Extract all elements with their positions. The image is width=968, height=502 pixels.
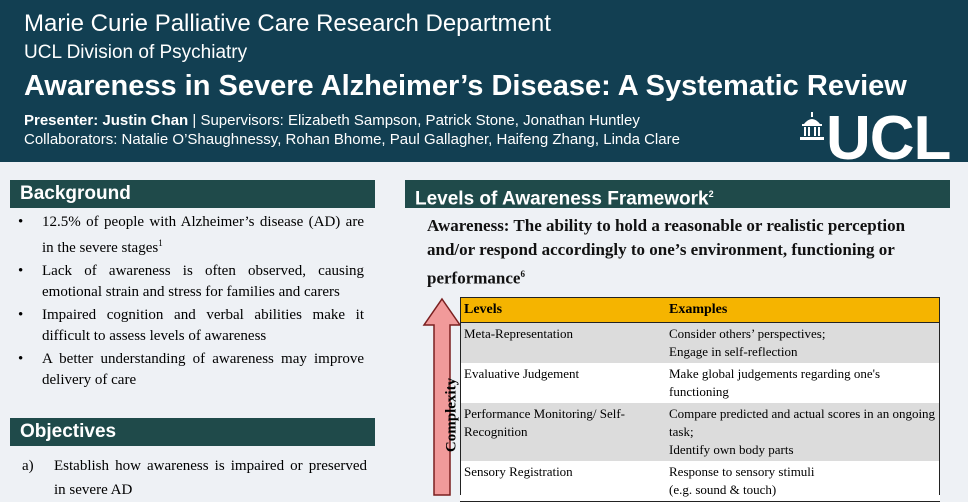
examples-cell: Compare predicted and actual scores in a… bbox=[665, 403, 940, 461]
objective-text: Establish how awareness is impaired or p… bbox=[54, 458, 367, 498]
level-cell: Sensory Registration bbox=[460, 461, 665, 502]
objectives-heading: Objectives bbox=[10, 418, 375, 446]
framework-heading: Levels of Awareness Framework2 bbox=[405, 180, 950, 210]
bullet-text: 12.5% of people with Alzheimer’s disease… bbox=[42, 214, 364, 256]
objective-marker: a) bbox=[22, 458, 34, 474]
example-line: Engage in self-reflection bbox=[669, 344, 798, 359]
list-item: 12.5% of people with Alzheimer’s disease… bbox=[12, 212, 364, 259]
supervisors: | Supervisors: Elizabeth Sampson, Patric… bbox=[188, 112, 640, 129]
column-header-examples: Examples bbox=[665, 297, 940, 323]
level-cell: Performance Monitoring/ Self-Recognition bbox=[460, 403, 665, 461]
level-cell: Meta-Representation bbox=[460, 322, 665, 363]
examples-cell: Response to sensory stimuli (e.g. sound &… bbox=[665, 461, 940, 502]
collaborators: Collaborators: Natalie O’Shaughnessy, Ro… bbox=[24, 131, 680, 148]
poster-header: Marie Curie Palliative Care Research Dep… bbox=[0, 0, 968, 170]
department-name: Marie Curie Palliative Care Research Dep… bbox=[24, 10, 551, 37]
table-row: Meta-Representation Consider others’ per… bbox=[460, 322, 940, 363]
background-list: 12.5% of people with Alzheimer’s disease… bbox=[12, 212, 364, 393]
objective-item: a) Establish how awareness is impaired o… bbox=[22, 454, 367, 502]
table-row: Performance Monitoring/ Self-Recognition… bbox=[460, 403, 940, 461]
framework-heading-text: Levels of Awareness Framework bbox=[415, 188, 709, 210]
level-cell: Evaluative Judgement bbox=[460, 363, 665, 403]
complexity-arrow-icon bbox=[422, 297, 462, 496]
list-item: Lack of awareness is often observed, cau… bbox=[12, 261, 364, 303]
example-line: Response to sensory stimuli bbox=[669, 464, 815, 479]
awareness-definition: Awareness: The ability to hold a reasona… bbox=[427, 214, 947, 291]
bullet-ref: 1 bbox=[158, 238, 163, 248]
table-row: Sensory Registration Response to sensory… bbox=[460, 461, 940, 502]
division-name: UCL Division of Psychiatry bbox=[24, 42, 248, 63]
list-item: A better understanding of awareness may … bbox=[12, 349, 364, 391]
example-line: Consider others’ perspectives; bbox=[669, 326, 826, 341]
ucl-logo: UCL bbox=[826, 104, 951, 173]
example-line: Identify own body parts bbox=[669, 442, 794, 457]
awareness-levels-table: Levels Examples Meta-Representation Cons… bbox=[460, 297, 940, 502]
list-item: Impaired cognition and verbal abilities … bbox=[12, 305, 364, 347]
example-line: (e.g. sound & touch) bbox=[669, 482, 777, 497]
definition-ref: 6 bbox=[520, 269, 525, 279]
bullet-text: Lack of awareness is often observed, cau… bbox=[42, 263, 364, 300]
examples-cell: Make global judgements regarding one's f… bbox=[665, 363, 940, 403]
complexity-label: Complexity bbox=[442, 350, 462, 480]
ucl-portico-icon bbox=[800, 112, 824, 140]
example-line: Compare predicted and actual scores in a… bbox=[669, 406, 936, 439]
framework-heading-ref: 2 bbox=[708, 189, 714, 199]
table-header-row: Levels Examples bbox=[460, 297, 940, 323]
poster-title: Awareness in Severe Alzheimer’s Disease:… bbox=[24, 70, 907, 102]
bullet-text: A better understanding of awareness may … bbox=[42, 351, 364, 388]
complexity-label-text: Complexity bbox=[443, 377, 460, 453]
presenter-name: Presenter: Justin Chan bbox=[24, 112, 189, 129]
table-row: Evaluative Judgement Make global judgeme… bbox=[460, 363, 940, 403]
examples-cell: Consider others’ perspectives; Engage in … bbox=[665, 322, 940, 363]
background-heading: Background bbox=[10, 180, 375, 208]
example-line: Make global judgements regarding one's f… bbox=[669, 366, 881, 399]
bullet-text: Impaired cognition and verbal abilities … bbox=[42, 307, 364, 344]
definition-text: Awareness: The ability to hold a reasona… bbox=[427, 216, 906, 288]
presenter-line: Presenter: Justin Chan | Supervisors: El… bbox=[24, 112, 640, 129]
column-header-levels: Levels bbox=[460, 297, 665, 323]
